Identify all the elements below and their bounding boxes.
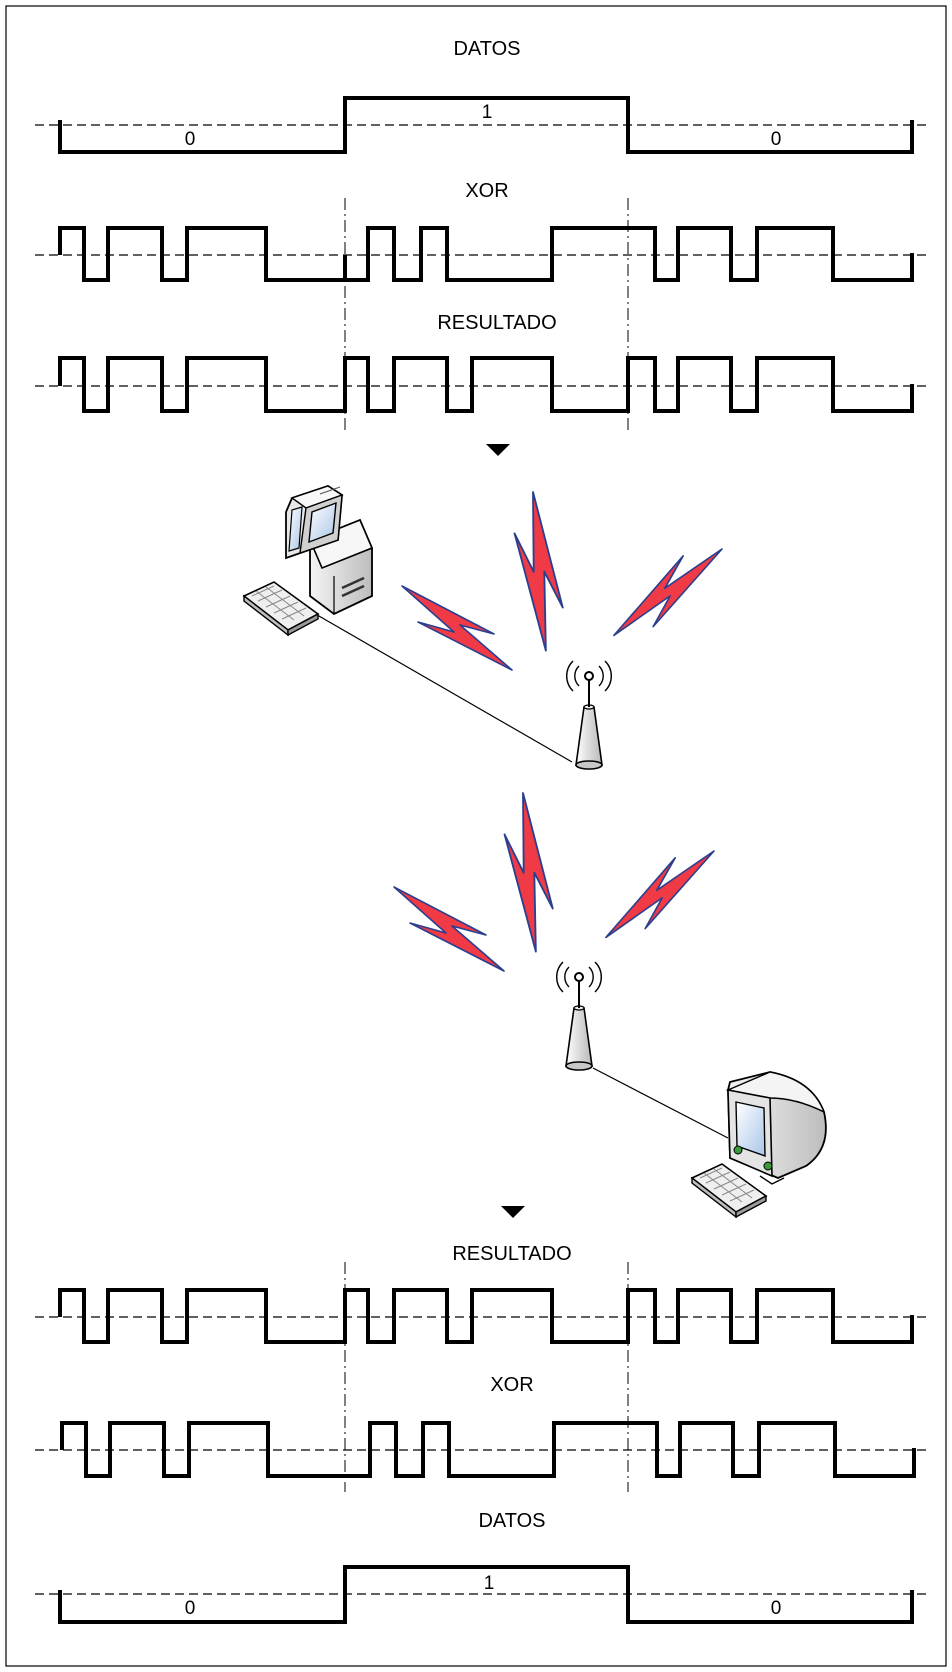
lightning-bolt-icon — [614, 529, 722, 656]
tx-xor-waveform — [60, 228, 912, 280]
rx-data-bit-2: 0 — [771, 1598, 782, 1619]
rx-result-label: RESULTADO — [452, 1243, 571, 1265]
tx-data-label: DATOS — [453, 38, 520, 60]
lightning-bolt-icon — [461, 492, 617, 651]
tx-arrow-down-icon — [486, 444, 510, 456]
lightning-bolt-icon — [606, 831, 714, 958]
lightning-bolt-icon — [451, 793, 607, 952]
lightning-bolt-icon — [402, 586, 512, 670]
receiver-keyboard-icon — [692, 1164, 766, 1217]
tx-result-waveform — [60, 358, 912, 411]
sender-antenna-tower-icon — [567, 661, 612, 769]
imac-computer-icon — [728, 1072, 826, 1184]
receiver-link-line — [593, 1068, 728, 1138]
tx-data-bit-1: 1 — [482, 102, 493, 123]
rx-arrow-down-icon — [501, 1206, 525, 1218]
rx-result-waveform — [60, 1290, 912, 1342]
rx-data-bit-1: 1 — [484, 1573, 495, 1594]
tx-xor-label: XOR — [465, 180, 508, 202]
sender-keyboard-icon — [244, 582, 318, 635]
tx-data-bit-0: 0 — [185, 129, 196, 150]
lightning-bolt-icon — [394, 887, 504, 971]
rx-data-bit-0: 0 — [185, 1598, 196, 1619]
desktop-computer-icon — [286, 486, 372, 614]
rx-data-label: DATOS — [478, 1510, 545, 1532]
rx-xor-label: XOR — [490, 1374, 533, 1396]
receiver-antenna-tower-icon — [557, 962, 602, 1070]
tx-data-bit-2: 0 — [771, 129, 782, 150]
tx-result-label: RESULTADO — [437, 312, 556, 334]
